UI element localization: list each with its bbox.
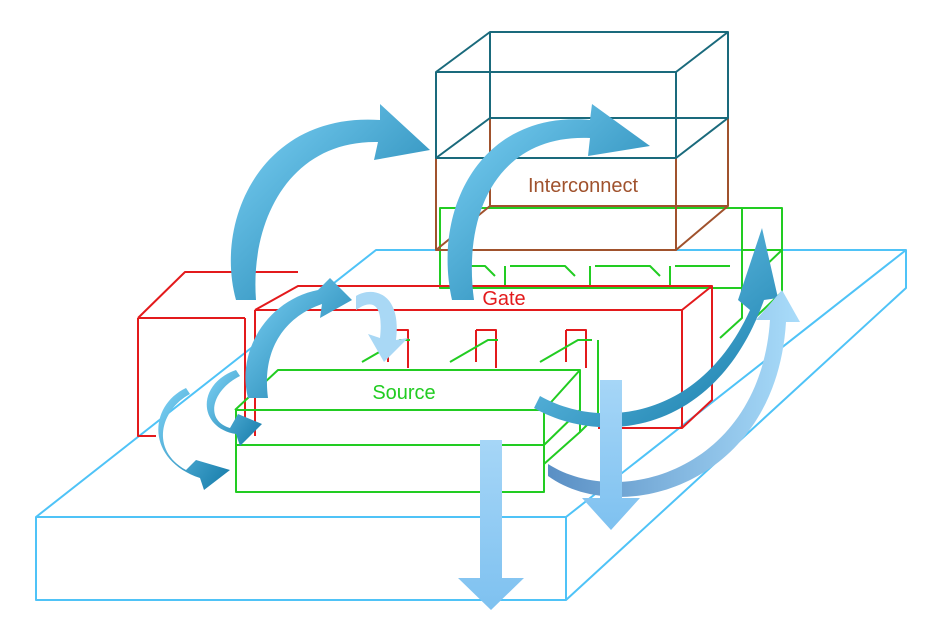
- heat-flow-arrows-light: [356, 290, 800, 498]
- arrow-gate-left-down: [245, 278, 352, 398]
- source-structure: [234, 339, 599, 493]
- arrow-source-to-drain-light: [548, 290, 800, 498]
- arrow-down-drain: [582, 380, 640, 530]
- substrate-block: [35, 249, 907, 601]
- heat-flow-arrows-dark: [158, 104, 778, 490]
- source-label: Source: [372, 382, 435, 404]
- arrow-gate-to-drain: [534, 228, 778, 428]
- drain-structure: [439, 207, 783, 339]
- heat-flow-arrows-down: [458, 380, 640, 610]
- gate-label: Gate: [482, 288, 525, 310]
- arrow-interconnect-loop: [447, 104, 650, 300]
- arrow-gate-to-source-channel: [356, 291, 408, 362]
- interconnect-label: Interconnect: [528, 175, 639, 197]
- arrow-gate-to-interconnect: [230, 104, 430, 300]
- arrow-source-left-2: [206, 370, 262, 446]
- arrow-down-source: [458, 440, 524, 610]
- interconnect-block: [435, 31, 729, 251]
- gate-structure: [137, 271, 713, 437]
- arrow-source-left-1: [158, 388, 230, 490]
